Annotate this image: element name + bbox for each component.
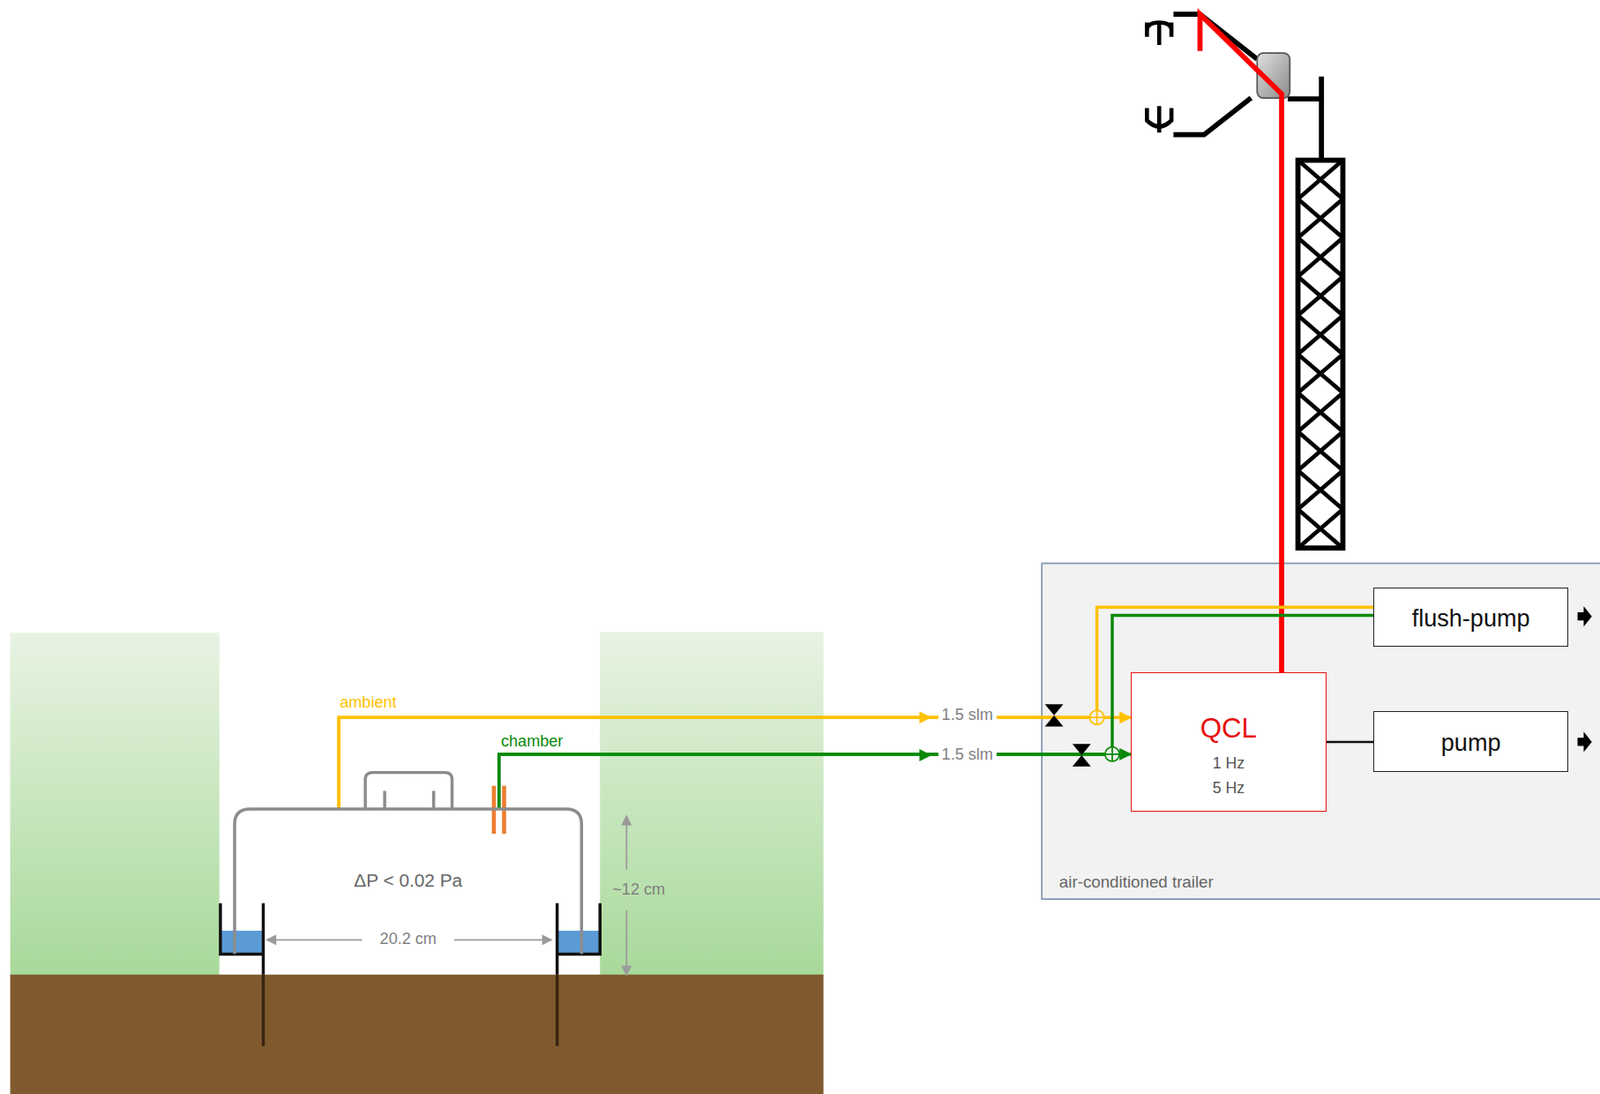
sample-line-eddy: [1200, 14, 1283, 673]
pump-box: flush-pump: [1373, 587, 1569, 647]
line-label: ambient: [339, 694, 397, 712]
panel-label: air-conditioned trailer: [1059, 872, 1214, 891]
junction-symbol: [1090, 710, 1105, 725]
dimension-label: ~12 cm: [608, 880, 669, 900]
chamber-outline: [234, 808, 582, 954]
collar-stake: [555, 974, 559, 1047]
tower-lattice: [1298, 508, 1344, 548]
exhaust-arrow: [1577, 731, 1593, 752]
sonic-anemometer: [1287, 96, 1322, 102]
trailer-housing: [1041, 563, 1600, 900]
dimension-line: [267, 815, 631, 974]
tower-lattice: [1298, 160, 1344, 549]
soil: [10, 974, 824, 1094]
dimension-line: [622, 815, 631, 824]
pressure-vent: [432, 790, 435, 809]
soil-collar: [557, 930, 601, 955]
valve-symbol: [1045, 703, 1092, 767]
tower-lattice: [1298, 160, 1344, 200]
dimension-line: [267, 938, 363, 941]
exhaust-arrow: [1577, 605, 1593, 627]
tower-lattice: [1298, 199, 1344, 239]
dimension-line: [454, 938, 552, 941]
dimension-line: [542, 935, 551, 944]
analyzer-box: QCL 1 Hz 5 Hz: [1130, 672, 1327, 811]
sonic-anemometer: [1318, 76, 1324, 161]
tower-lattice: [1298, 160, 1344, 549]
vegetation-band: [599, 631, 823, 976]
dimension-label: 20.2 cm: [376, 930, 441, 950]
soil-collar: [220, 903, 264, 955]
junction-symbol: [1105, 747, 1120, 762]
trailer-housing: [1041, 563, 1600, 900]
sonic-anemometer: [1146, 105, 1172, 133]
sonic-anemometer: [1146, 14, 1322, 160]
sonic-anemometer: [1146, 22, 1172, 45]
pressure-note: ΔP < 0.02 Pa: [353, 870, 463, 891]
valve-symbol: [1072, 743, 1092, 766]
tower-lattice: [1298, 353, 1344, 393]
sonic-anemometer: [1173, 97, 1251, 135]
soil-collar: [557, 903, 601, 955]
analyzer-name: QCL: [1200, 713, 1257, 744]
valve-symbol: [1045, 703, 1064, 726]
pressure-vent: [382, 790, 386, 809]
pressure-vent: [365, 772, 452, 810]
soil-collar: [220, 903, 600, 975]
soil-collar: [220, 930, 264, 955]
collar-stake: [261, 974, 265, 1047]
soil-collar: [261, 903, 265, 975]
vegetation-band: [10, 632, 220, 976]
tower-lattice: [1298, 392, 1344, 432]
junction-symbol: [1090, 710, 1121, 762]
collar-stake: [262, 974, 557, 1047]
dimension-line: [622, 965, 631, 974]
tower-lattice: [1298, 276, 1344, 315]
pressure-vent: [365, 772, 452, 810]
flow-rate: 1.5 slm: [938, 705, 997, 726]
line-label: chamber: [500, 732, 563, 751]
tower-lattice: [1298, 238, 1344, 277]
tube-connector: [499, 754, 1131, 809]
tower-lattice: [1298, 431, 1344, 471]
sample-line-eddy: [1200, 14, 1283, 673]
soil-collar: [555, 903, 559, 975]
sample-rate: 5 Hz: [1212, 779, 1245, 797]
flow-rate: 1.5 slm: [938, 745, 997, 765]
dimension-line: [267, 935, 276, 944]
tower-lattice: [1298, 314, 1344, 354]
tube-connector: [338, 717, 1131, 809]
pump-box: pump: [1373, 710, 1569, 771]
pump-name: flush-pump: [1412, 605, 1531, 632]
trailer-panel: air-conditioned trailer QCL 1 Hz 5 Hz flush-…: [1041, 563, 1600, 900]
vegetation-band: [10, 631, 824, 976]
tower-lattice: [1298, 470, 1344, 509]
sample-rate: 1 Hz: [1212, 755, 1245, 773]
junction-symbol: [1090, 710, 1105, 725]
dimension-line: [625, 910, 628, 975]
tube-connector: [1326, 740, 1374, 744]
sonic-anemometer: [1173, 14, 1257, 60]
soil: [10, 974, 824, 1094]
junction-symbol: [1105, 747, 1120, 762]
pump-name: pump: [1441, 729, 1502, 756]
exhaust-arrow: [1577, 605, 1593, 752]
